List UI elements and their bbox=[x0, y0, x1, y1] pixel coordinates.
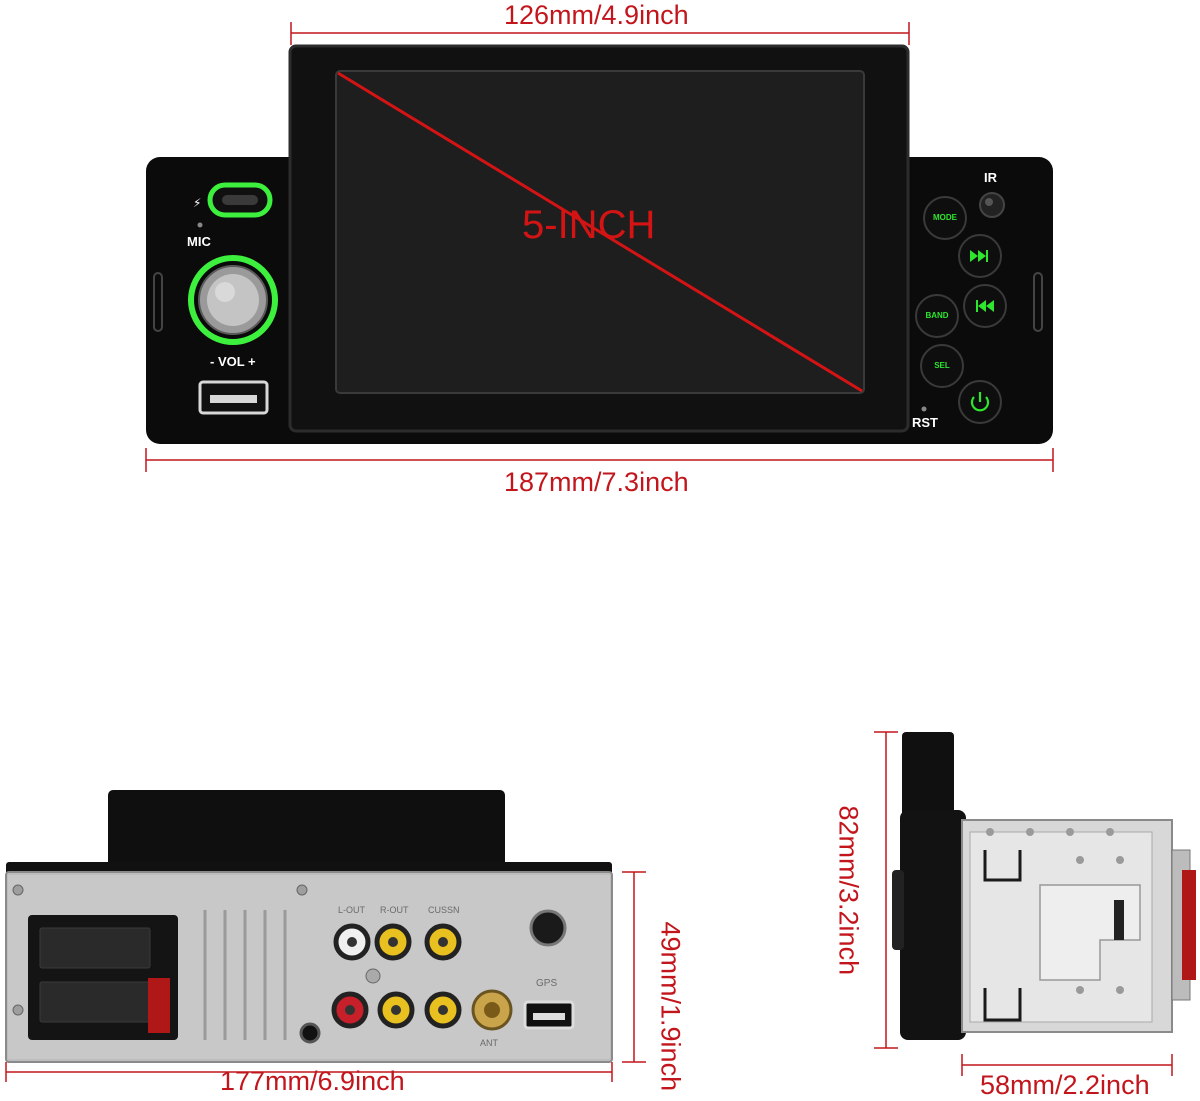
side-height-dimension-line bbox=[874, 731, 898, 1049]
rear-width-label: 177mm/6.9inch bbox=[220, 1066, 405, 1096]
port-label-r-out: R-OUT bbox=[380, 905, 409, 915]
band-button[interactable] bbox=[915, 294, 959, 338]
side-depth-dimension-line bbox=[961, 1054, 1173, 1076]
screen-size-label: 5-INCH bbox=[522, 203, 656, 247]
screen-width-dimension-line bbox=[290, 22, 910, 45]
mic-label: MIC bbox=[187, 234, 211, 249]
mode-button-label: MODE bbox=[933, 213, 957, 222]
right-slot bbox=[1033, 272, 1043, 332]
front-view-graphic: ⚡ bbox=[145, 22, 1054, 472]
front-width-label: 187mm/7.3inch bbox=[504, 467, 689, 497]
rear-height-label: 49mm/1.9inch bbox=[655, 921, 686, 1092]
screen-diagonal bbox=[337, 71, 863, 393]
gps-port[interactable] bbox=[529, 909, 567, 947]
aux-jack[interactable] bbox=[299, 1022, 321, 1044]
front-view: ⚡ bbox=[0, 0, 1200, 510]
rewind-icon bbox=[976, 300, 994, 312]
side-screen-edge bbox=[902, 732, 954, 827]
rca-ports bbox=[331, 923, 462, 1029]
port-label-cussn: CUSSN bbox=[428, 905, 460, 915]
ir-sensor bbox=[979, 192, 1005, 218]
mic-hole bbox=[197, 222, 203, 228]
heat-sink bbox=[203, 910, 287, 1040]
ir-label: IR bbox=[984, 170, 997, 185]
rear-height-dimension-line bbox=[622, 871, 646, 1063]
charge-icon: ⚡ bbox=[193, 196, 201, 210]
rear-screen-block bbox=[108, 790, 505, 870]
volume-label: - VOL + bbox=[210, 354, 256, 369]
port-label-l-out: L-OUT bbox=[338, 905, 365, 915]
mode-button[interactable] bbox=[923, 196, 967, 240]
left-slot bbox=[153, 272, 163, 332]
side-depth-label: 58mm/2.2inch bbox=[980, 1070, 1150, 1100]
rst-label: RST bbox=[912, 415, 938, 430]
rear-view-graphic bbox=[5, 790, 646, 1082]
screen-width-label: 126mm/4.9inch bbox=[504, 0, 689, 30]
band-button-label: BAND bbox=[925, 311, 949, 320]
side-height-label: 82mm/3.2inch bbox=[833, 805, 864, 976]
rear-width-dimension-line bbox=[5, 1062, 613, 1082]
sel-button[interactable] bbox=[920, 344, 964, 388]
fast-forward-icon bbox=[970, 250, 988, 262]
rear-view: L-OUT R-OUT CUSSN GPS ANT 49mm/1.9inch 1… bbox=[0, 780, 700, 1098]
power-icon bbox=[970, 392, 990, 412]
side-front-bezel bbox=[900, 810, 966, 1040]
reset-hole bbox=[921, 406, 927, 412]
sel-button-label: SEL bbox=[934, 361, 950, 370]
front-width-dimension-line bbox=[145, 448, 1054, 472]
side-view-graphic bbox=[874, 731, 1196, 1076]
side-view: 82mm/3.2inch 58mm/2.2inch bbox=[830, 720, 1200, 1100]
gps-label: GPS bbox=[536, 978, 558, 989]
ant-label: ANT bbox=[480, 1038, 498, 1048]
